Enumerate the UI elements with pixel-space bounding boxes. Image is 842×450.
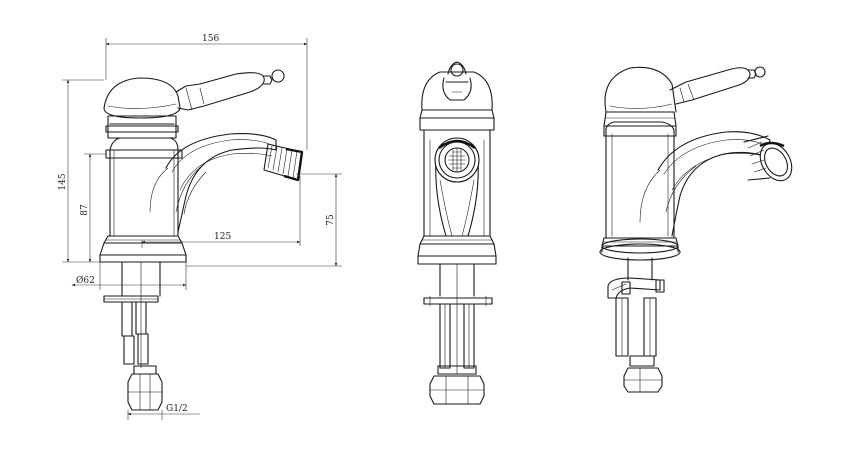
dim-total-height: 145 [58, 173, 68, 190]
dim-connection: G1/2 [166, 404, 188, 414]
nozzle-aerator-holes [447, 147, 467, 173]
side-view [99, 69, 304, 411]
side-view-dimensions: 156 145 87 75 125 Ø62 G1/2 [58, 34, 342, 420]
isometric-view [599, 66, 793, 393]
dim-body-height: 87 [80, 204, 90, 216]
dim-spout-height: 75 [326, 214, 336, 226]
dim-base-diameter: Ø62 [76, 275, 95, 286]
dim-total-width: 156 [202, 34, 219, 44]
dim-spout-reach: 125 [214, 232, 231, 242]
front-view [417, 61, 497, 405]
